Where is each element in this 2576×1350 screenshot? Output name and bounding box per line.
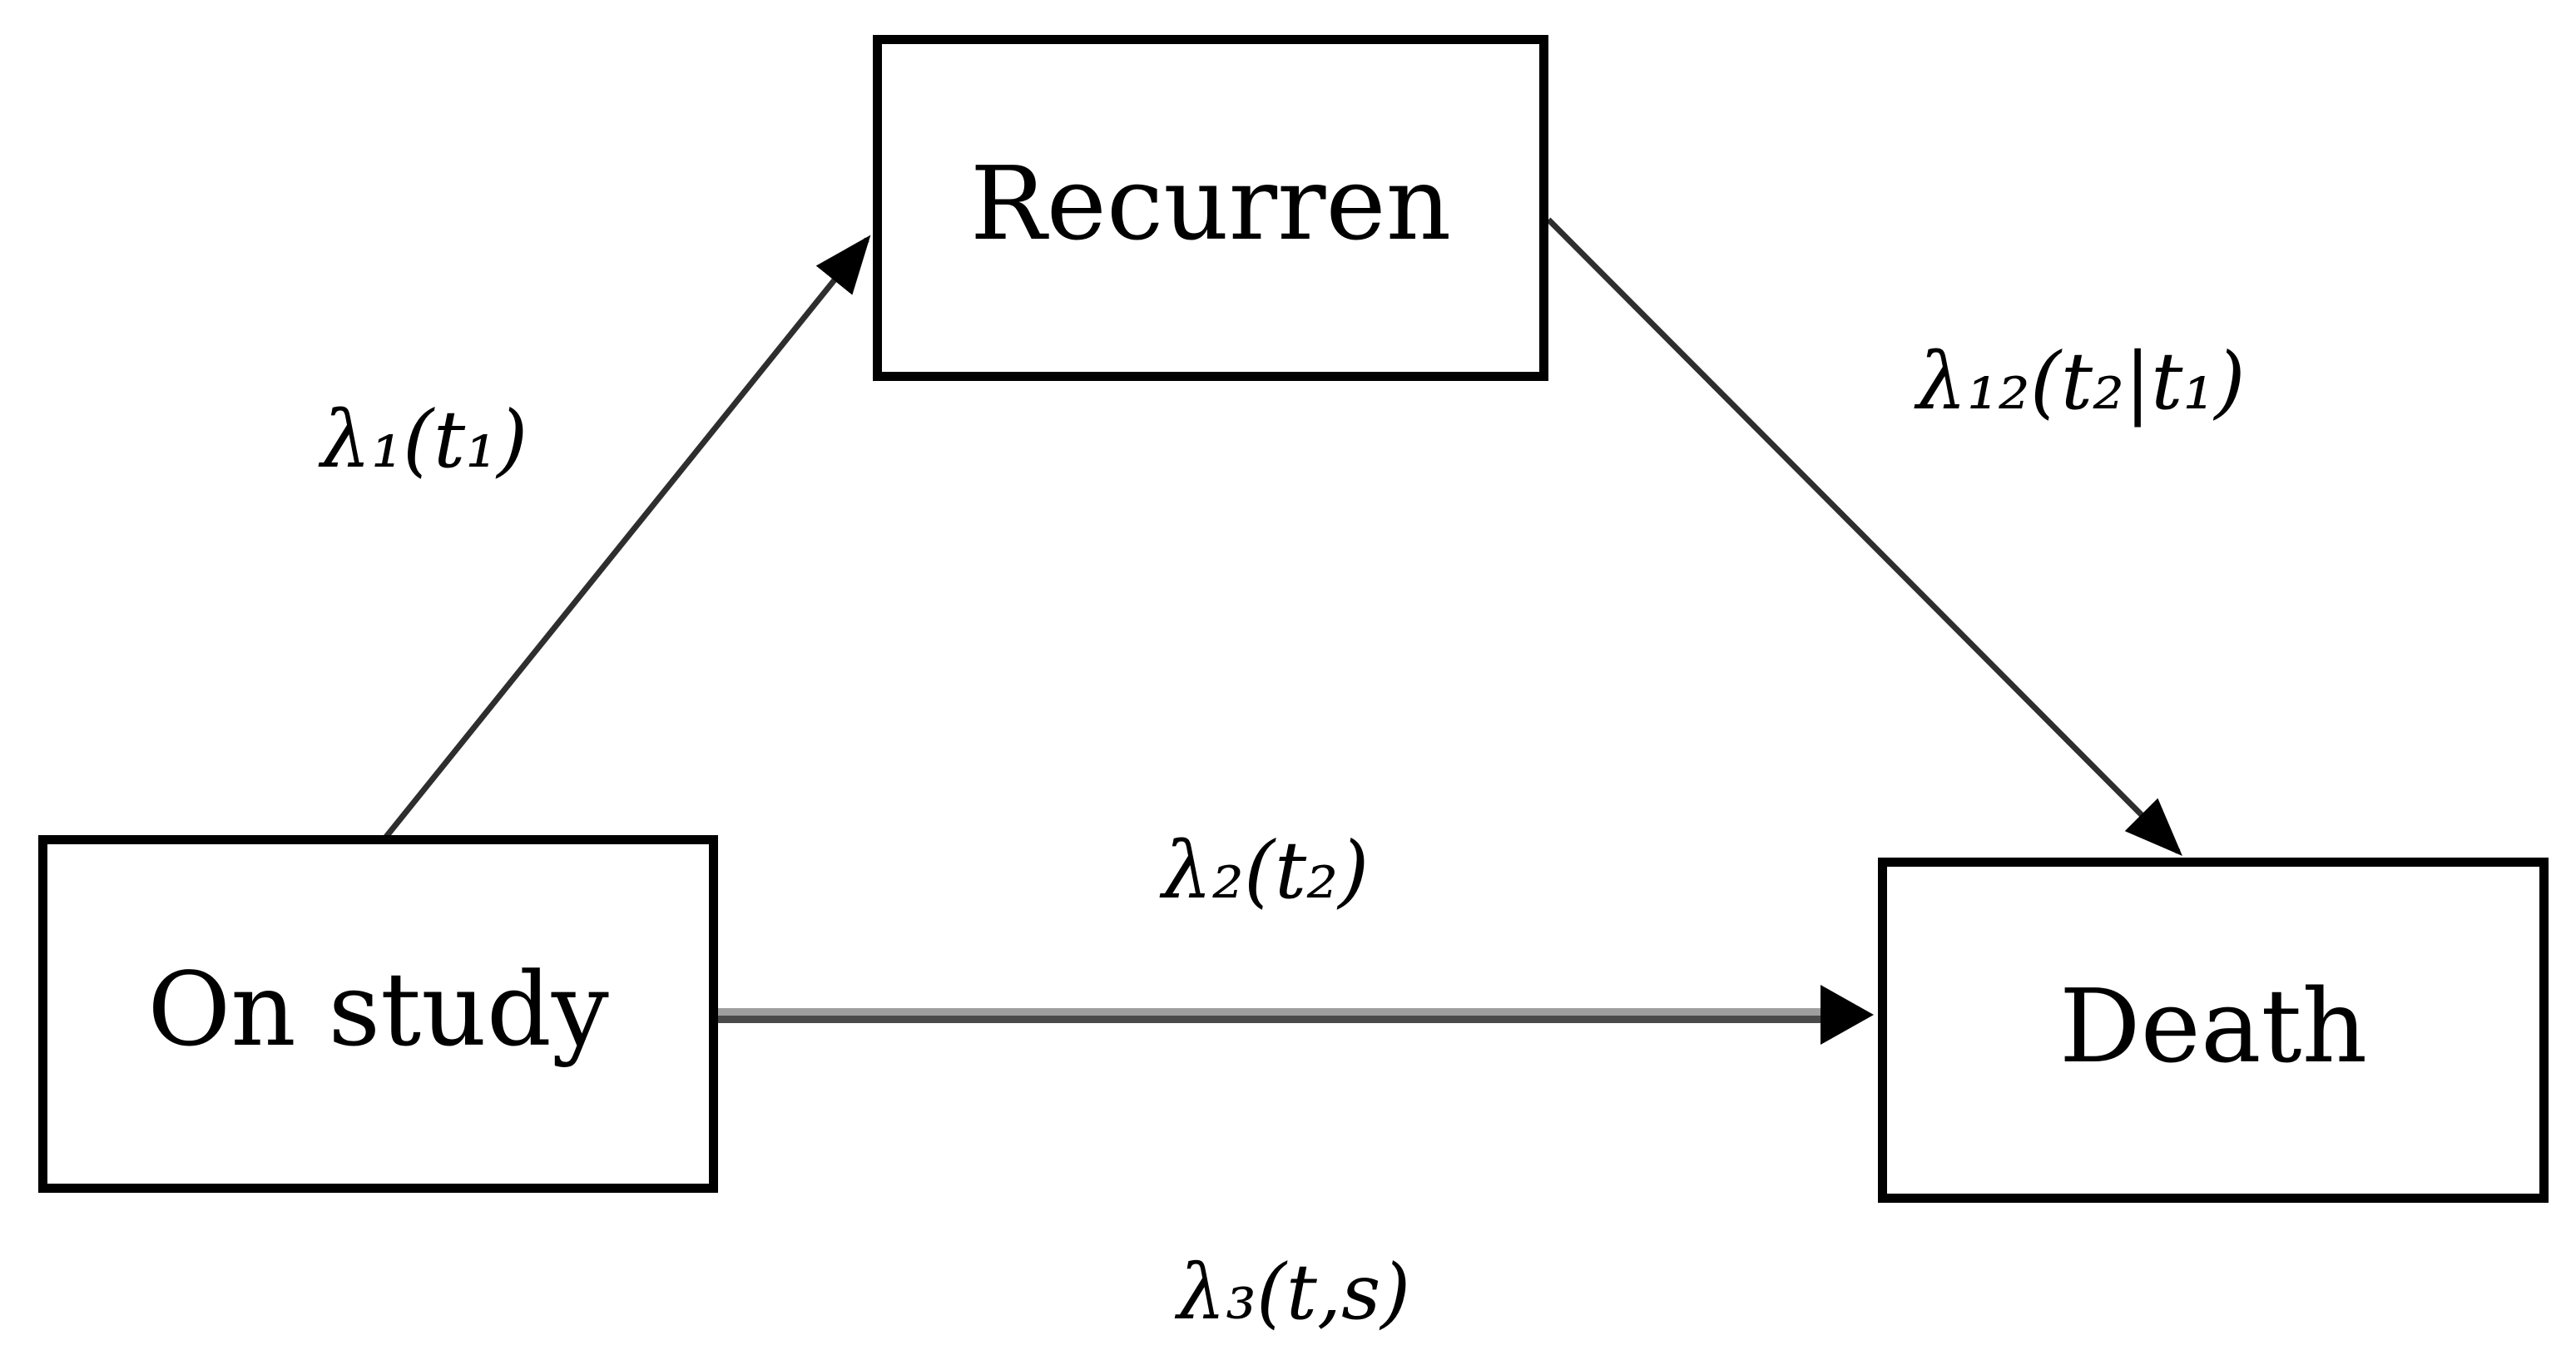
- node-death: Death: [1878, 858, 2549, 1203]
- node-on-study-label: On study: [147, 951, 609, 1069]
- node-death-label: Death: [2058, 967, 2368, 1085]
- edge-label-lambda12: λ₁₂(t₂|t₁): [1916, 336, 2246, 428]
- node-on-study: On study: [38, 835, 718, 1193]
- node-recurrence-label: Recurren: [969, 145, 1452, 263]
- arrow-on-study-to-recurrence: [384, 235, 871, 839]
- footer-label-lambda3: λ₃(t,s): [1177, 1248, 1411, 1337]
- arrow-shaft-light: [716, 1008, 1822, 1016]
- edge-label-lambda1: λ₁(t₁): [320, 394, 528, 486]
- arrow-on-study-to-death: [716, 985, 1874, 1045]
- node-recurrence: Recurren: [873, 35, 1548, 381]
- arrow-recurrence-to-death: [1546, 217, 2182, 856]
- edge-label-lambda2: λ₂(t₂): [1162, 825, 1370, 917]
- arrowhead-icon: [1821, 985, 1874, 1045]
- arrow-shaft-dark: [716, 1016, 1822, 1023]
